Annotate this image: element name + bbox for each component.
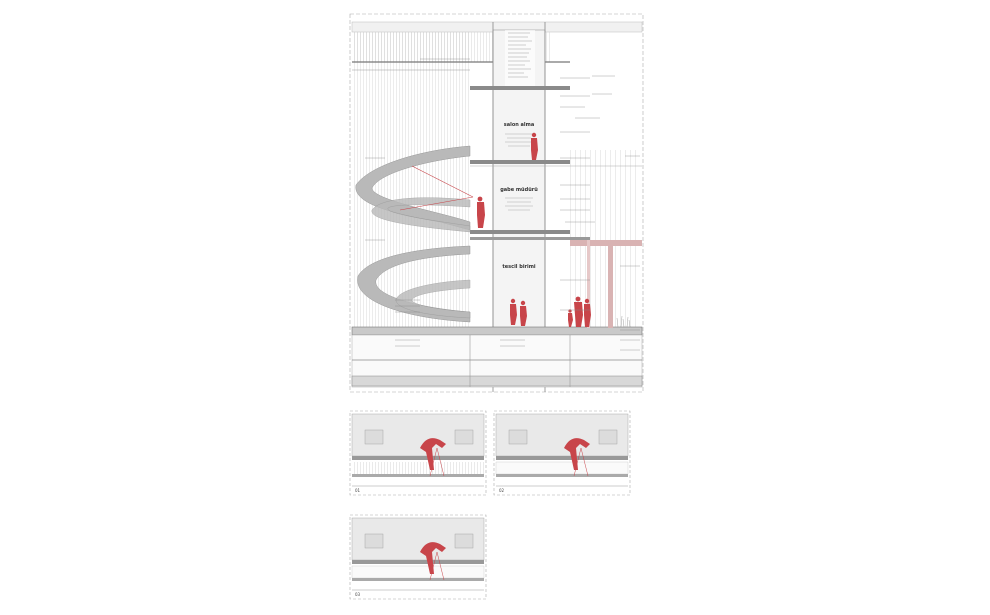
person-ground-3	[574, 296, 583, 327]
room-label-middle: gabe müdürü	[500, 187, 538, 193]
spiral-staircase	[355, 145, 471, 323]
detail-label: 03	[355, 592, 361, 597]
figure-leaning	[420, 542, 446, 574]
detail-label: 01	[355, 488, 361, 493]
room-label-top: salon alma	[504, 122, 534, 128]
foundation	[351, 375, 643, 387]
person-middle	[477, 196, 485, 228]
detail-03: 03	[349, 514, 487, 600]
slab-3	[470, 237, 590, 240]
detail-01: 01	[349, 410, 487, 496]
figure-leaning	[564, 438, 590, 470]
detail-frame	[493, 410, 631, 496]
room-label-bottom: tescil birimi	[502, 264, 536, 270]
detail-frame	[349, 514, 487, 600]
slab-1	[470, 160, 570, 164]
person-ground-child	[568, 309, 573, 327]
plants	[616, 315, 631, 328]
pergola-frame	[570, 240, 642, 328]
slab-top	[470, 86, 570, 90]
figure-leaning	[420, 438, 446, 470]
section-frame	[349, 13, 644, 393]
person-ground-4	[584, 298, 591, 327]
annotation-leaders	[365, 58, 640, 351]
person-ground-1	[510, 298, 517, 325]
person-ground-2	[520, 300, 527, 326]
ground-slab	[351, 326, 643, 336]
sight-lines	[399, 165, 474, 211]
detail-frame	[349, 410, 487, 496]
annotation-stack-top	[505, 30, 535, 90]
detail-label: 02	[499, 488, 505, 493]
slab-2	[470, 230, 570, 234]
people	[477, 132, 591, 327]
person-top	[531, 132, 538, 160]
main-section: salon alma gabe müdürü tescil birimi	[349, 13, 644, 393]
detail-02: 02	[493, 410, 631, 496]
